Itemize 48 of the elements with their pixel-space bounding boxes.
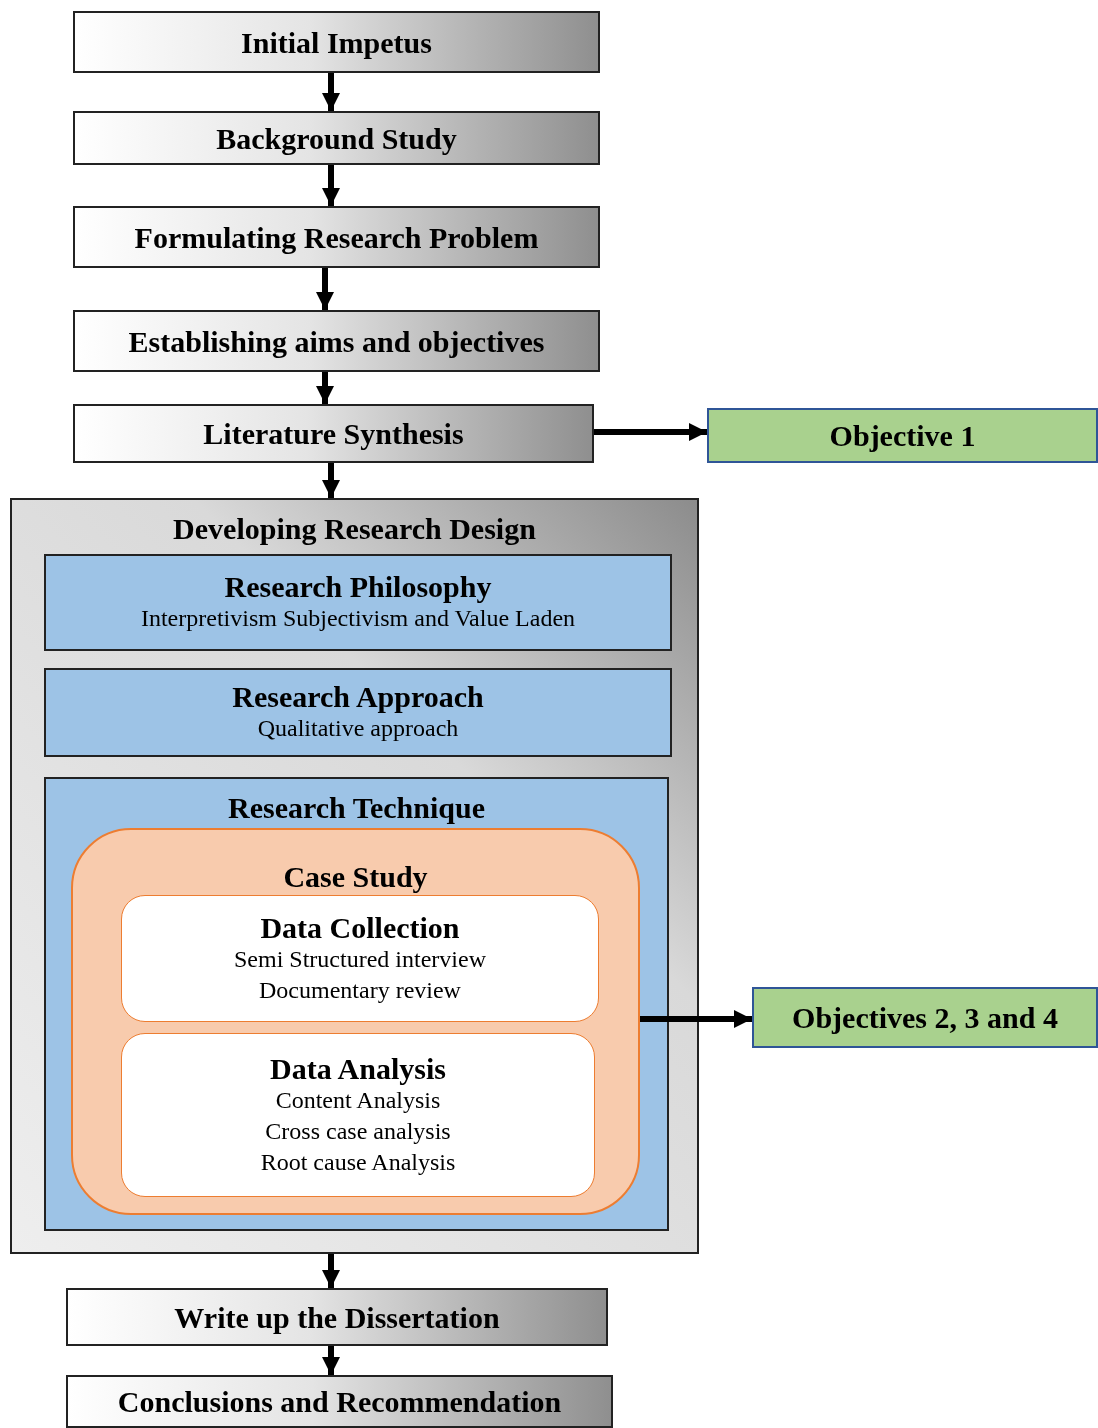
box-text: Root cause Analysis xyxy=(260,1148,456,1178)
box-heading: Data Collection xyxy=(260,910,460,944)
process-box xyxy=(73,404,594,463)
box-heading: Initial Impetus xyxy=(241,25,432,59)
arrow xyxy=(322,1346,340,1375)
activity-box xyxy=(121,1033,595,1197)
box-heading: Research Technique xyxy=(227,791,486,824)
objective-box xyxy=(752,987,1098,1048)
process-box xyxy=(73,310,600,372)
box-heading: Research Philosophy xyxy=(224,570,492,604)
arrow xyxy=(322,463,340,498)
box-text: Documentary review xyxy=(259,976,461,1005)
arrow xyxy=(316,372,334,404)
process-box xyxy=(66,1288,608,1346)
arrow xyxy=(594,423,707,441)
activity-box xyxy=(121,895,599,1022)
box-heading: Case Study xyxy=(282,860,429,893)
process-box xyxy=(73,206,600,268)
arrow xyxy=(322,73,340,111)
box-heading: Write up the Dissertation xyxy=(174,1300,500,1334)
box-text: Qualitative approach xyxy=(257,714,459,744)
box-text: Semi Structured interview xyxy=(234,944,486,974)
method-box xyxy=(44,668,672,757)
arrow xyxy=(316,268,334,310)
box-text: Content Analysis xyxy=(275,1085,441,1115)
process-box xyxy=(73,11,600,73)
box-heading: Objective 1 xyxy=(829,419,976,452)
box-heading: Background Study xyxy=(216,121,457,155)
box-heading: Conclusions and Recommendation xyxy=(117,1385,562,1418)
box-heading: Developing Research Design xyxy=(172,512,537,545)
arrow xyxy=(322,1254,340,1288)
arrow xyxy=(322,165,340,206)
method-box xyxy=(44,554,672,651)
case-study-box xyxy=(71,828,640,1215)
method-box xyxy=(44,777,669,1231)
process-box xyxy=(66,1375,613,1428)
arrow xyxy=(640,1010,752,1028)
box-heading: Formulating Research Problem xyxy=(134,220,539,254)
box-heading: Objectives 2, 3 and 4 xyxy=(792,1001,1058,1034)
objective-box xyxy=(707,408,1098,463)
box-heading: Data Analysis xyxy=(270,1051,446,1085)
box-heading: Establishing aims and objectives xyxy=(128,324,545,358)
process-box xyxy=(73,111,600,165)
box-heading: Research Approach xyxy=(232,680,484,714)
box-text: Cross case analysis xyxy=(265,1116,451,1146)
box-heading: Literature Synthesis xyxy=(203,417,464,450)
design-panel xyxy=(10,498,699,1254)
box-text: Interpretivism Subjectivism and Value Laden xyxy=(140,604,576,634)
